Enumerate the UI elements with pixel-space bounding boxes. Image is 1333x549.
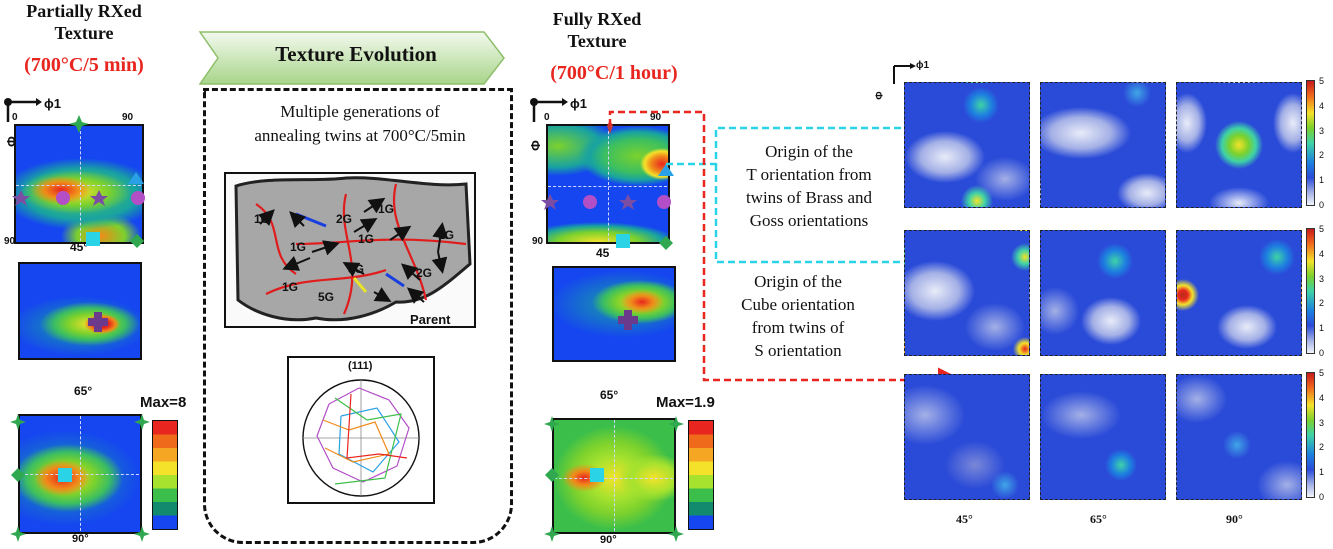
- orientation-markers-left-45: [12, 115, 145, 248]
- right-condition: (700°C/1 hour): [550, 62, 678, 84]
- axis-corner-left: [4, 98, 42, 122]
- grid-map-r1-45: [904, 82, 1030, 208]
- right-title: Fully RXed Texture: [552, 9, 642, 51]
- micro-label-11: 1G: [282, 280, 299, 294]
- odf-map-partial-90: [18, 414, 142, 534]
- micro-label-4: 1G: [290, 240, 307, 254]
- odf-map-partial-65: [18, 262, 142, 360]
- pole-figure-label: (111): [348, 360, 373, 372]
- pole-figure: [287, 356, 435, 504]
- micro-arrows: [257, 197, 449, 304]
- grid-map-r2-65: [1040, 230, 1166, 356]
- orientation-marker-left-65: [88, 312, 108, 332]
- odf-map-partial-45: [14, 124, 144, 244]
- grid-map-r3-65: [1040, 374, 1166, 500]
- grid-col-label-90: 90°: [1226, 512, 1243, 526]
- grid-map-r2-90: [1176, 230, 1302, 356]
- micro-label-2: 2G: [336, 212, 353, 226]
- grid-map-r1-90: [1176, 82, 1302, 208]
- tick-90-right: 90: [650, 112, 662, 123]
- max-label-left: Max=8: [140, 394, 187, 411]
- connector-arrows: [608, 110, 1017, 393]
- section-label-65-right: 65°: [600, 388, 619, 402]
- tick-90-left: 90: [122, 112, 134, 123]
- colorbar-row3: [1306, 372, 1315, 498]
- axis-corner-right: [530, 98, 568, 122]
- section-label-45-left: 45°: [70, 240, 89, 254]
- odf-map-full-65: [552, 266, 676, 362]
- colorbar-ticks-row1: 5 4 3 2 1 0: [1319, 76, 1325, 210]
- section-label-45-right: 45: [596, 246, 610, 260]
- tick-0-left: 0: [12, 112, 18, 123]
- pole-figure-svg: [302, 379, 420, 497]
- contour-legend-right: [688, 420, 714, 530]
- section-label-90-right: 90°: [600, 534, 617, 546]
- left-condition: (700°C/5 min): [24, 54, 144, 76]
- contour-legend-left: [152, 420, 178, 530]
- colorbar-row1: [1306, 80, 1315, 206]
- colorbar-ticks-row2: 5 4 3 2 1 0: [1319, 224, 1325, 358]
- grid-map-r2-45: [904, 230, 1030, 356]
- tick-0-right: 0: [544, 112, 550, 123]
- orientation-markers-right-90: [544, 416, 684, 542]
- micro-label-5: 1G: [358, 232, 375, 246]
- tick-90v-right: 90: [532, 236, 544, 247]
- phi1-label-left: ϕ1: [44, 96, 61, 111]
- orientation-markers-right-45: [541, 120, 674, 250]
- grid-map-r1-65: [1040, 82, 1166, 208]
- axis-corner-grid: [893, 63, 916, 84]
- tick-90v-left: 90: [4, 236, 16, 247]
- colorbar-row2: [1306, 228, 1315, 354]
- annotation-T-orientation: Origin of the T orientation from twins o…: [745, 142, 873, 230]
- micro-label-8: 5G: [318, 290, 335, 304]
- texture-evolution-label: Texture Evolution: [275, 42, 437, 66]
- orientation-markers-left-90: [10, 414, 150, 542]
- orientation-marker-right-65: [618, 310, 638, 330]
- max-label-right: Max=1.9: [656, 394, 715, 411]
- micro-label-10: Parent: [410, 312, 451, 327]
- grid-phi1-label: ϕ1: [916, 60, 930, 71]
- left-title: Partially RXed Texture: [26, 1, 142, 43]
- grid-col-label-65: 65°: [1090, 512, 1107, 526]
- odf-map-full-90: [552, 418, 676, 534]
- twin-caption: Multiple generations of annealing twins …: [254, 102, 466, 145]
- phi1-label-right: ϕ1: [570, 96, 587, 111]
- texture-evolution-arrow: [198, 31, 505, 85]
- grid-Phi-label: Φ: [874, 91, 886, 100]
- colorbar-ticks-row3: 5 4 3 2 1 0: [1319, 368, 1325, 502]
- odf-map-full-45: [546, 124, 670, 244]
- micro-label-9: 2G: [416, 266, 433, 280]
- grid-map-r3-90: [1176, 374, 1302, 500]
- annotation-Cube-orientation: Origin of the Cube orientation from twin…: [741, 272, 855, 360]
- texture-evolution-panel: [203, 88, 513, 544]
- grid-map-r3-45: [904, 374, 1030, 500]
- section-label-90-left: 90°: [72, 533, 89, 545]
- section-label-65-left: 65°: [74, 384, 93, 398]
- grid-col-label-45: 45°: [956, 512, 973, 526]
